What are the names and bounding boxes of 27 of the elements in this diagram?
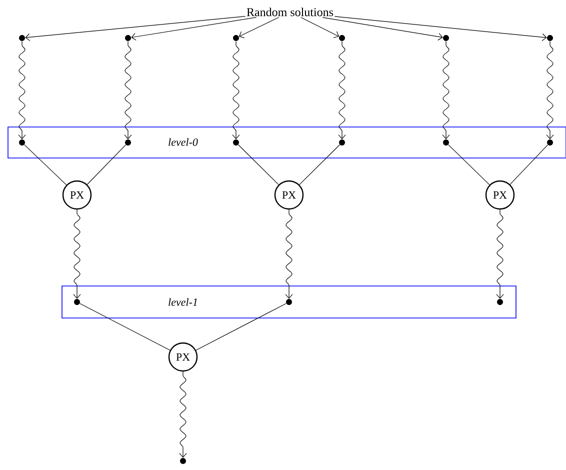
connector-line xyxy=(196,303,286,351)
arrow xyxy=(322,17,443,40)
connector-line xyxy=(80,303,170,351)
wavy-arrow xyxy=(285,209,293,299)
wavy-arrow xyxy=(18,40,26,140)
connector-line xyxy=(238,144,279,186)
level-box: level-1 xyxy=(62,286,516,318)
wavy-arrow xyxy=(232,40,240,140)
connector-line xyxy=(24,144,67,186)
heading-text: Random solutions xyxy=(246,8,334,16)
wavy-arrow xyxy=(442,40,450,140)
wavy-arrow xyxy=(496,209,504,299)
connector-line xyxy=(510,144,548,185)
wavy-arrow xyxy=(546,40,554,140)
wavy-arrow xyxy=(179,371,187,458)
connector-line xyxy=(299,144,340,186)
connector-line xyxy=(86,144,126,185)
arrow xyxy=(131,17,257,41)
wavy-arrow xyxy=(338,40,346,140)
arrow xyxy=(238,17,280,38)
arrow xyxy=(300,17,340,38)
arrow xyxy=(25,16,246,42)
connector-line xyxy=(448,144,490,186)
level-box: level-0 xyxy=(8,126,566,158)
wavy-arrow xyxy=(73,209,81,299)
wavy-arrow xyxy=(124,40,132,140)
arrow xyxy=(334,16,547,41)
